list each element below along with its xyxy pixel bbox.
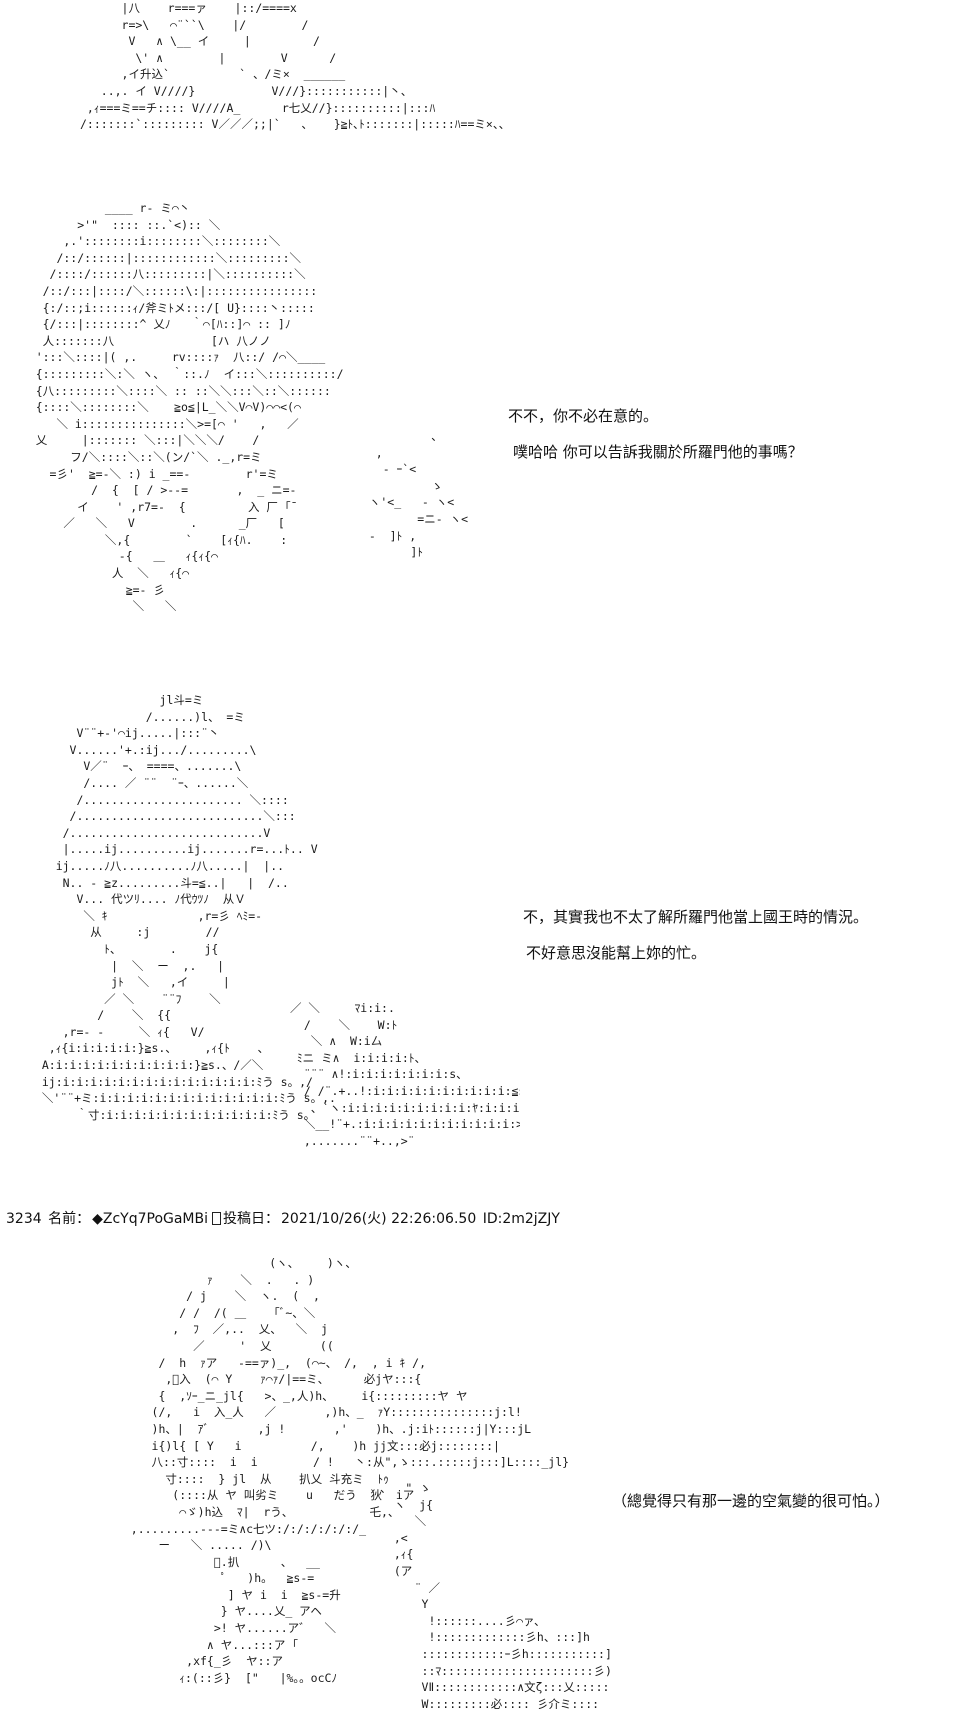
dialogue-line-2: 噗哈哈 你可以告訴我關於所羅門他的事嗎？ xyxy=(513,443,803,461)
ascii-art-panel-2: ____ r‐ ミ⌒丶 >'" :::: ::.`<):: ＼ ,.':::::… xyxy=(35,201,344,614)
post-number: 3234 xyxy=(6,1211,42,1227)
dialogue-line-5: （總覺得只有那一邊的空氣變的很可怕。） xyxy=(612,1492,890,1510)
post-header: 3234 名前：◆ZcYq7PoGaMBi 投稿日：2021/10/26(火) 2… xyxy=(6,1208,562,1228)
post-date-label: 投稿日： xyxy=(223,1211,280,1227)
post-id[interactable]: ID:2m2jZJY xyxy=(482,1211,560,1227)
ascii-art-panel-4: (ヽ、 )ヽ、 ｧ ＼ . . ) / j ＼ ヽ. ( , / / /( ＿ … xyxy=(130,1256,570,1685)
ascii-art-panel-4-right: 、 " ゝ ヽ j{ ＼ ,< ,ｨ{ (ア ¨ ／ Y !::::::....… xyxy=(380,1481,610,1711)
post-name-label: 名前： xyxy=(48,1211,91,1227)
ascii-art-panel-2-right: 、 , ‐ ｰ`< ゝ ヽ'<_ ‐ ヽ< =ニ‐ ヽ< - ]ﾄ , ]ﾄ xyxy=(368,429,469,560)
ascii-art-panel-3: jl斗=ミ /......)l、 =ミ V¨¨+-'⌒ij.....|:::¨丶… xyxy=(41,693,336,1122)
missing-glyph-icon xyxy=(212,1212,222,1225)
dialogue-line-1: 不不，你不必在意的。 xyxy=(508,407,659,425)
dialogue-line-3: 不，其實我也不太了解所羅門他當上國王時的情況。 xyxy=(523,908,869,926)
post-date: 2021/10/26(火) 22:26:06.50 xyxy=(281,1211,477,1227)
post-author[interactable]: ◆ZcYq7PoGaMBi xyxy=(92,1211,209,1227)
ascii-art-panel-1: |八 r===ァ |::/====x r=>\ ⌒¨``\ |/ / V ∧ \… xyxy=(80,1,511,132)
ascii-art-panel-3-right: ／ ＼ ﾏi:i:. / ＼ W:ﾄ ＼ ∧ W:i厶 ﾐニ ミ∧ i:i:i:… xyxy=(290,1001,520,1148)
dialogue-line-4: 不好意思沒能幫上妳的忙。 xyxy=(526,944,707,962)
